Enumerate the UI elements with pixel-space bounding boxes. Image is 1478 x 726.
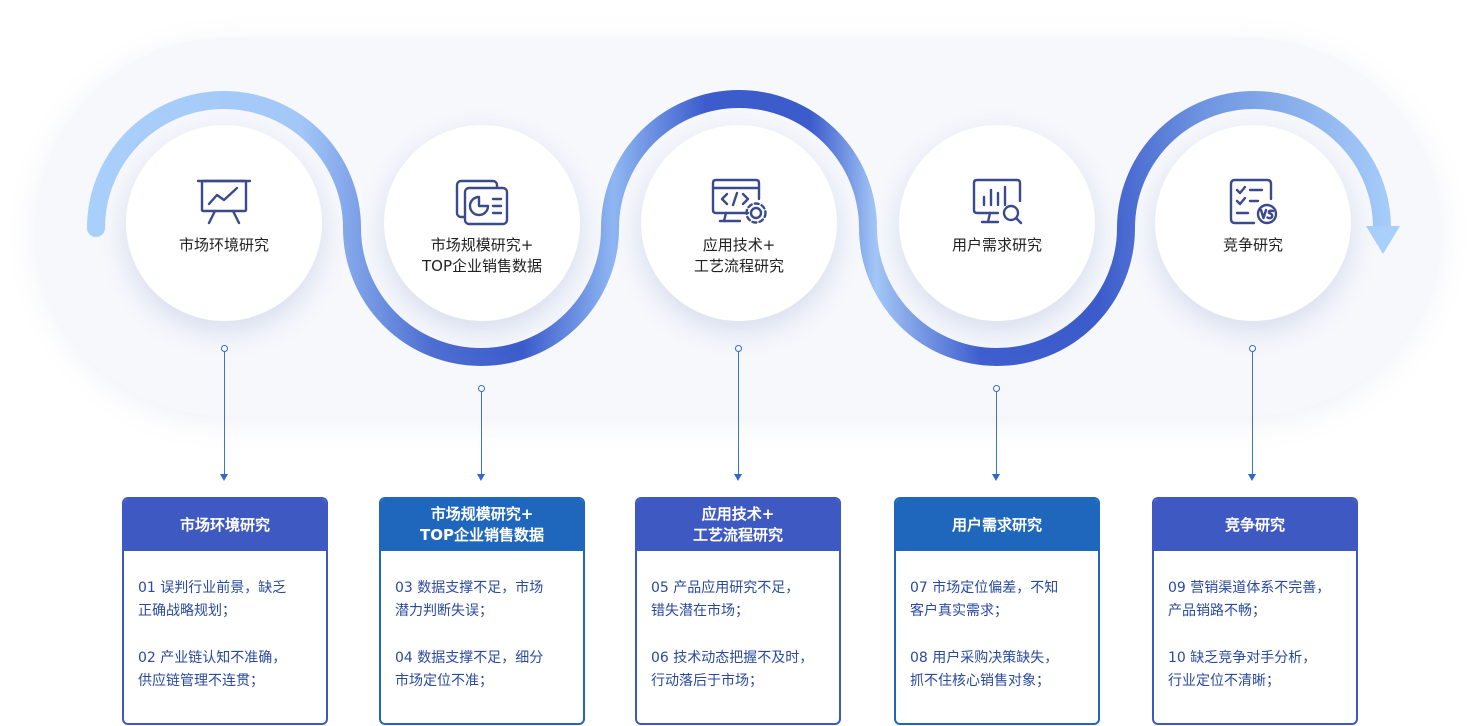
stage-card-4: 用户需求研究 07 市场定位偏差，不知 客户真实需求； 08 用户采购决策缺失，… (894, 497, 1100, 725)
stage-circle-label: 市场环境研究 (178, 236, 269, 254)
card-item: 09 营销渠道体系不完善， 产品销路不畅； (1168, 580, 1331, 619)
bar-chart-search-icon (972, 178, 1023, 225)
card-item: 08 用户采购决策缺失， 抓不住核心销售对象； (910, 650, 1059, 689)
stage-circle-4: 用户需求研究 (899, 125, 1095, 321)
connector-line-1 (224, 352, 225, 474)
connector-arrow-4 (992, 474, 1000, 481)
stage-card-5: 竞争研究 09 营销渠道体系不完善， 产品销路不畅； 10 缺乏竞争对手分析， … (1152, 497, 1358, 725)
connector-arrow-3 (734, 474, 742, 481)
connector-line-2 (481, 392, 482, 474)
connector-arrow-2 (477, 474, 485, 481)
checklist-vs-icon (1229, 178, 1278, 225)
connector-dot-2 (478, 385, 485, 392)
stage-circle-1: 市场环境研究 (126, 125, 322, 321)
stage-card-2: 市场规模研究+ TOP企业销售数据 03 数据支撑不足，市场 潜力判断失误； 0… (379, 497, 585, 725)
card-item: 02 产业链认知不准确， 供应链管理不连贯； (138, 650, 287, 689)
connector-line-5 (1252, 352, 1253, 474)
stage-circle-label: 应用技术+ 工艺流程研究 (693, 236, 784, 275)
connector-dot-3 (735, 345, 742, 352)
flow-arrowhead (1366, 226, 1400, 254)
pie-chart-report-icon (455, 179, 509, 226)
stage-circle-label: 竞争研究 (1222, 236, 1283, 254)
card-item: 10 缺乏竞争对手分析， 行业定位不清晰； (1168, 650, 1317, 689)
card-item: 07 市场定位偏差，不知 客户真实需求； (910, 580, 1059, 619)
card-item: 01 误判行业前景，缺乏 正确战略规划； (138, 580, 287, 619)
stage-circle-label: 市场规模研究+ TOP企业销售数据 (421, 236, 542, 275)
card-item: 05 产品应用研究不足， 错失潜在市场； (651, 580, 800, 619)
presentation-chart-icon (196, 179, 252, 225)
card-title: 市场环境研究 (124, 499, 326, 551)
connector-arrow-5 (1248, 474, 1256, 481)
card-title: 竞争研究 (1154, 499, 1356, 551)
code-window-gear-icon (711, 178, 767, 224)
connector-line-4 (996, 392, 997, 474)
stage-card-3: 应用技术+ 工艺流程研究 05 产品应用研究不足， 错失潜在市场； 06 技术动… (635, 497, 841, 725)
stage-circle-label: 用户需求研究 (951, 236, 1042, 254)
card-title: 市场规模研究+ TOP企业销售数据 (381, 499, 583, 551)
card-item: 03 数据支撑不足，市场 潜力判断失误； (395, 580, 544, 619)
stage-card-1: 市场环境研究 01 误判行业前景，缺乏 正确战略规划； 02 产业链认知不准确，… (122, 497, 328, 725)
connector-dot-4 (993, 385, 1000, 392)
connector-line-3 (738, 352, 739, 474)
stage-circle-5: 竞争研究 (1155, 125, 1351, 321)
connector-dot-5 (1249, 345, 1256, 352)
card-item: 06 技术动态把握不及时， 行动落后于市场； (651, 650, 814, 689)
card-title: 用户需求研究 (896, 499, 1098, 551)
connector-dot-1 (221, 345, 228, 352)
stage-circle-3: 应用技术+ 工艺流程研究 (641, 125, 837, 321)
connector-arrow-1 (220, 474, 228, 481)
card-item: 04 数据支撑不足，细分 市场定位不准； (395, 650, 544, 689)
stage-circle-2: 市场规模研究+ TOP企业销售数据 (384, 125, 580, 321)
card-title: 应用技术+ 工艺流程研究 (637, 499, 839, 551)
